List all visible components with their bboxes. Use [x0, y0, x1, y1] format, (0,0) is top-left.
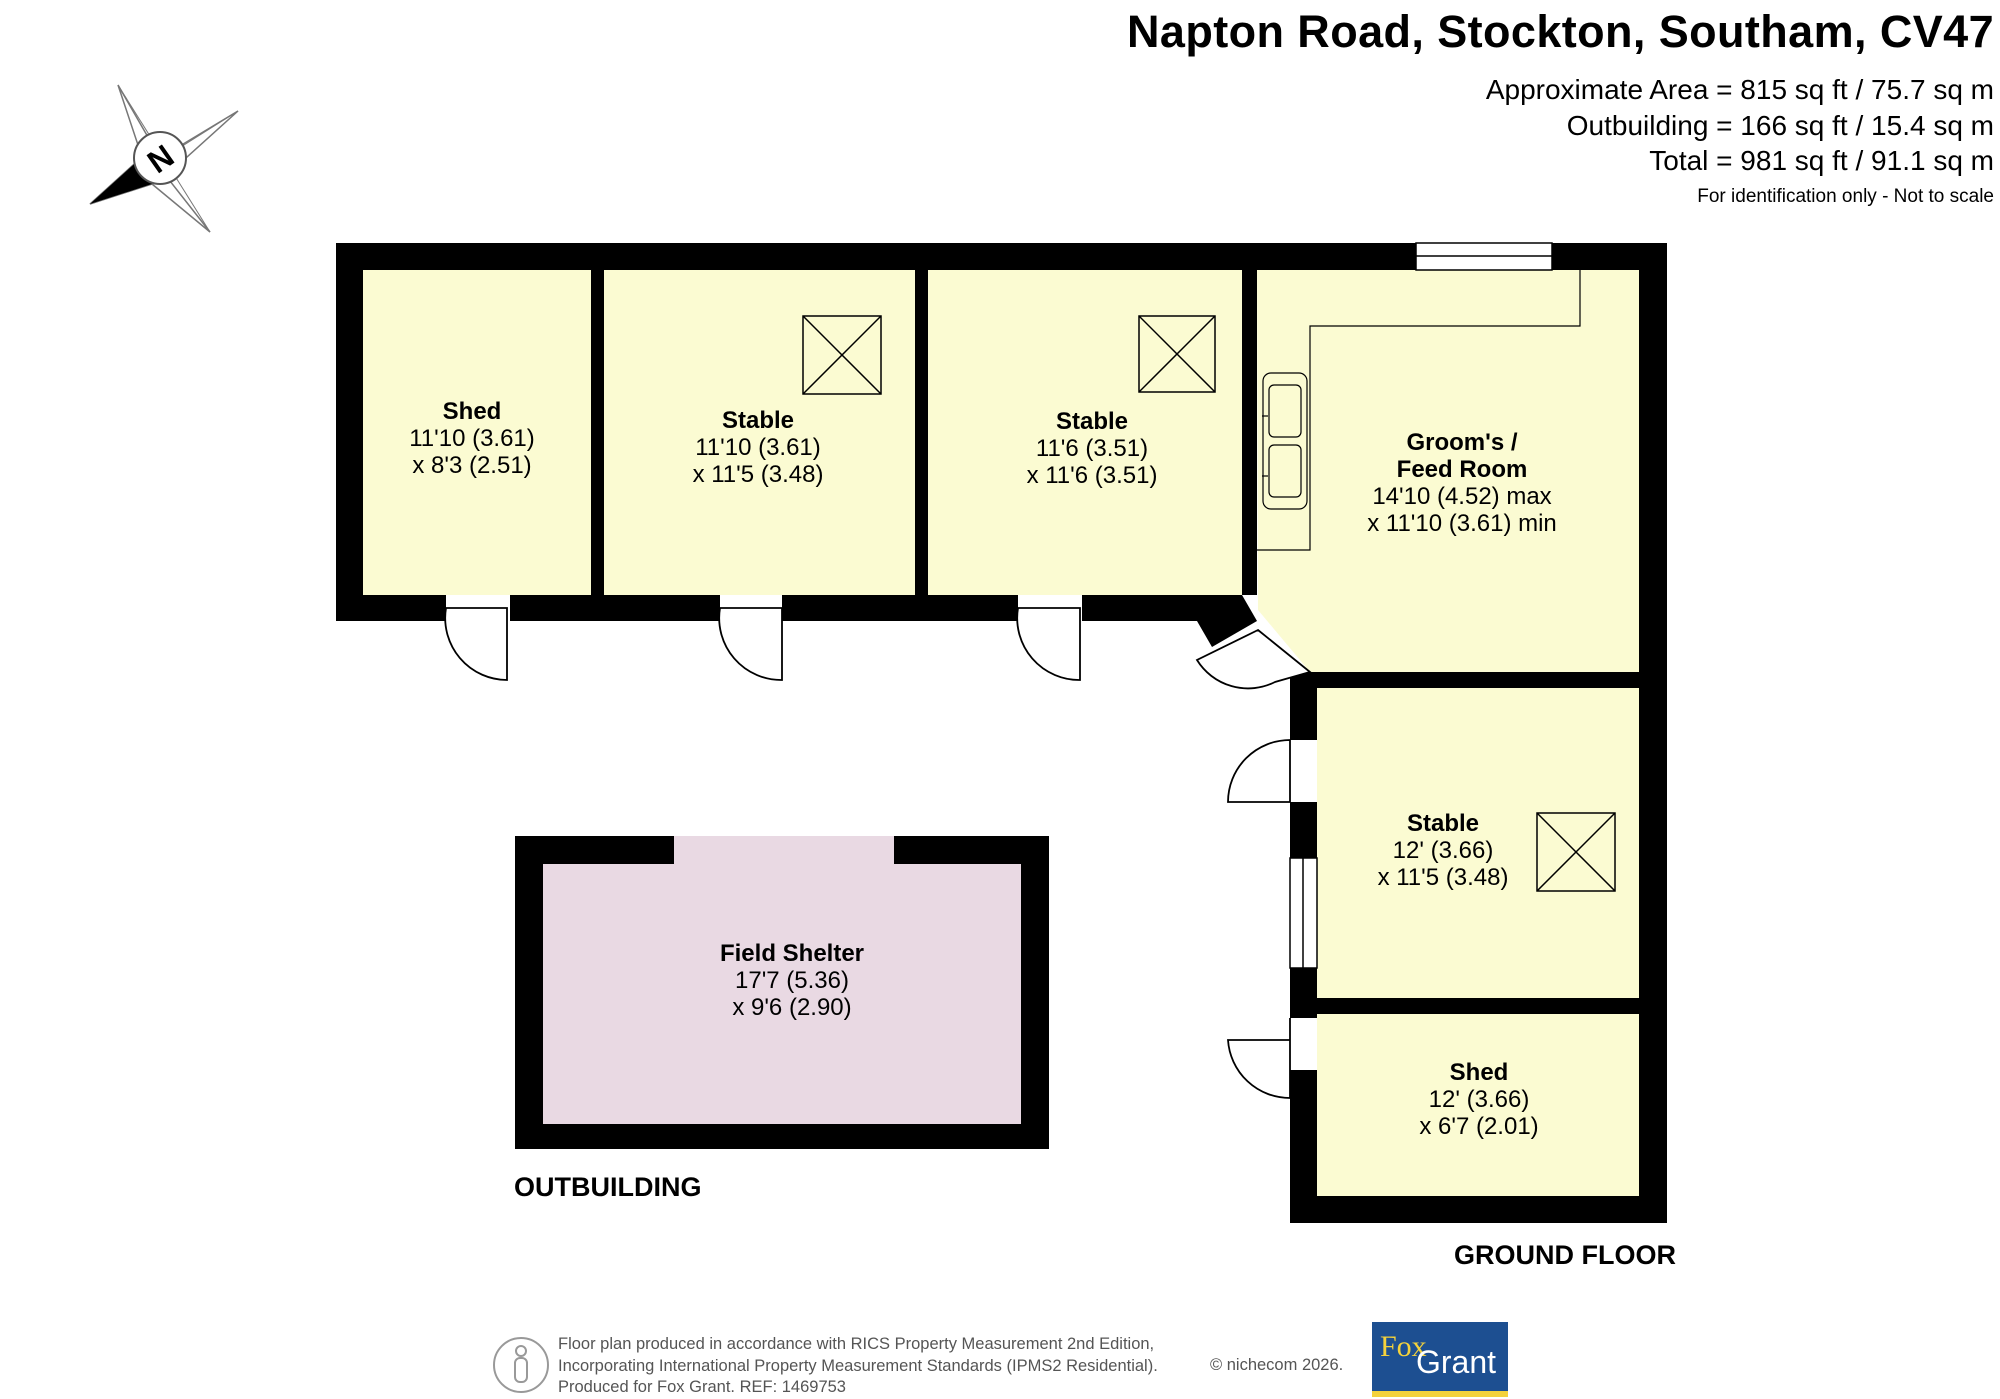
copyright-notice: © nichecom 2026. [1210, 1356, 1344, 1374]
person-icon [493, 1337, 549, 1393]
room-label-shed-1: Shed 11'10 (3.61) x 8'3 (2.51) [409, 398, 535, 479]
outbuilding-label: OUTBUILDING [514, 1172, 702, 1202]
ground-floor-label: GROUND FLOOR [1454, 1240, 1676, 1270]
ground-floor-walls [336, 242, 1667, 1223]
property-address-title: Napton Road, Stockton, Southam, CV47 [1127, 6, 1994, 57]
stable-2-floor [928, 270, 1242, 595]
stable-2-door [1016, 607, 1081, 681]
shed-1-floor [363, 270, 591, 595]
shed-2-floor [1317, 1014, 1639, 1196]
hay-rack-symbols [802, 315, 1616, 892]
room-label-shed-2: Shed 12' (3.66) x 6'7 (2.01) [1419, 1059, 1539, 1140]
grooms-room-floor [1257, 270, 1639, 672]
stable-1-floor [604, 270, 915, 595]
room-label-stable-2: Stable 11'6 (3.51) x 11'6 (3.51) [1026, 408, 1158, 489]
grooms-room-door [1195, 628, 1312, 690]
feed-room-counter [1257, 270, 1581, 551]
room-label-stable-1: Stable 11'10 (3.61) x 11'5 (3.48) [692, 407, 824, 488]
fox-grant-logo: Fox Grant [1372, 1322, 1508, 1397]
compass-icon: N [89, 84, 239, 233]
approximate-area: Approximate Area = 815 sq ft / 75.7 sq m [1485, 74, 1994, 105]
door-swings [444, 607, 1312, 1099]
outbuilding-walls [515, 836, 1049, 1149]
outbuilding-area: Outbuilding = 166 sq ft / 15.4 sq m [1566, 110, 1994, 141]
stable-3-door [1227, 739, 1291, 803]
footer-disclaimer: Floor plan produced in accordance with R… [558, 1335, 1158, 1396]
stable-1-door [718, 607, 783, 681]
room-label-field-shelter: Field Shelter 17'7 (5.36) x 9'6 (2.90) [719, 940, 865, 1021]
room-label-stable-3: Stable 12' (3.66) x 11'5 (3.48) [1377, 810, 1509, 891]
room-label-grooms-feed-room: Groom's / Feed Room 14'10 (4.52) max x 1… [1367, 429, 1557, 537]
shed-1-door [444, 607, 508, 681]
total-area: Total = 981 sq ft / 91.1 sq m [1649, 145, 1994, 176]
identification-note: For identification only - Not to scale [1697, 186, 1994, 207]
shed-2-door [1227, 1018, 1291, 1099]
